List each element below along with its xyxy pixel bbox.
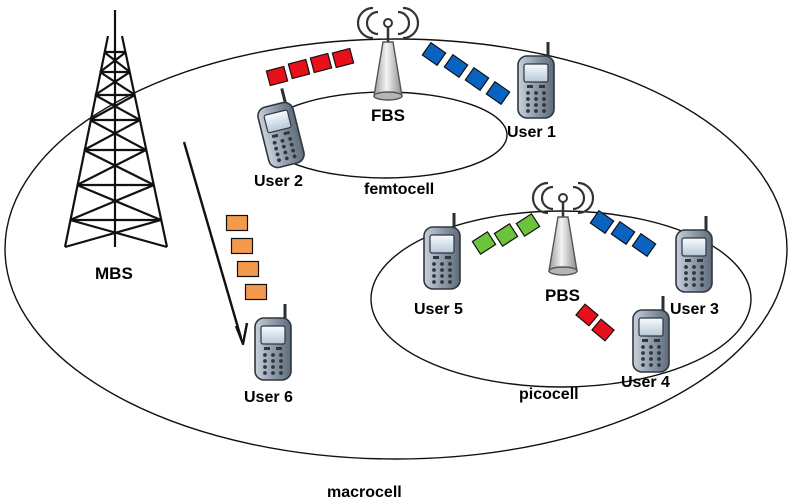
mbs-to-user6-block — [230, 237, 254, 255]
user6-phone-icon — [253, 302, 293, 382]
fbs-to-user2-block — [287, 58, 311, 80]
mbs-to-user6-block — [236, 260, 260, 278]
fbs-to-user1-block — [464, 66, 490, 92]
user3-phone-icon — [674, 214, 714, 294]
pbs-to-user5-block — [515, 212, 541, 238]
mbs-to-user6-block — [244, 283, 268, 301]
pbs-to-user4-block — [575, 303, 599, 327]
pbs-to-user5-block — [493, 222, 519, 248]
pbs-to-user3-block — [610, 220, 636, 246]
pbs-antenna-icon — [531, 181, 595, 277]
pbs-label: PBS — [545, 286, 580, 305]
fbs-to-user1-block — [443, 53, 469, 79]
pbs-to-user3-block — [631, 232, 657, 258]
user2-phone-icon — [251, 85, 308, 171]
fbs-antenna-icon — [356, 6, 420, 102]
picocell-boundary — [370, 210, 752, 388]
user4-phone-icon — [631, 294, 671, 374]
pbs-to-user4-block — [591, 318, 615, 342]
downlink-arrow — [182, 141, 249, 346]
macrocell-label: macrocell — [327, 484, 402, 501]
femtocell-label: femtocell — [364, 181, 434, 198]
user3-label: User 3 — [670, 301, 719, 318]
resource-blocks — [225, 41, 657, 342]
picocell-label: picocell — [519, 386, 579, 403]
pbs-to-user3-block — [589, 209, 615, 235]
mbs-to-user6-block — [225, 214, 249, 232]
user1-label: User 1 — [507, 124, 556, 141]
mbs-label: MBS — [95, 264, 133, 283]
macro-tower-icon — [63, 10, 169, 249]
user6-label: User 6 — [244, 389, 293, 406]
user2-label: User 2 — [254, 173, 303, 190]
user5-label: User 5 — [414, 301, 463, 318]
fbs-to-user2-block — [309, 52, 333, 74]
fbs-label: FBS — [371, 106, 405, 125]
fbs-to-user1-block — [485, 80, 511, 106]
pbs-to-user5-block — [471, 230, 497, 256]
macrocell-boundary — [4, 38, 788, 460]
user5-phone-icon — [422, 211, 462, 291]
user4-label: User 4 — [621, 374, 670, 391]
fbs-to-user2-block — [331, 47, 355, 69]
fbs-to-user2-block — [265, 65, 289, 87]
fbs-to-user1-block — [421, 41, 447, 67]
